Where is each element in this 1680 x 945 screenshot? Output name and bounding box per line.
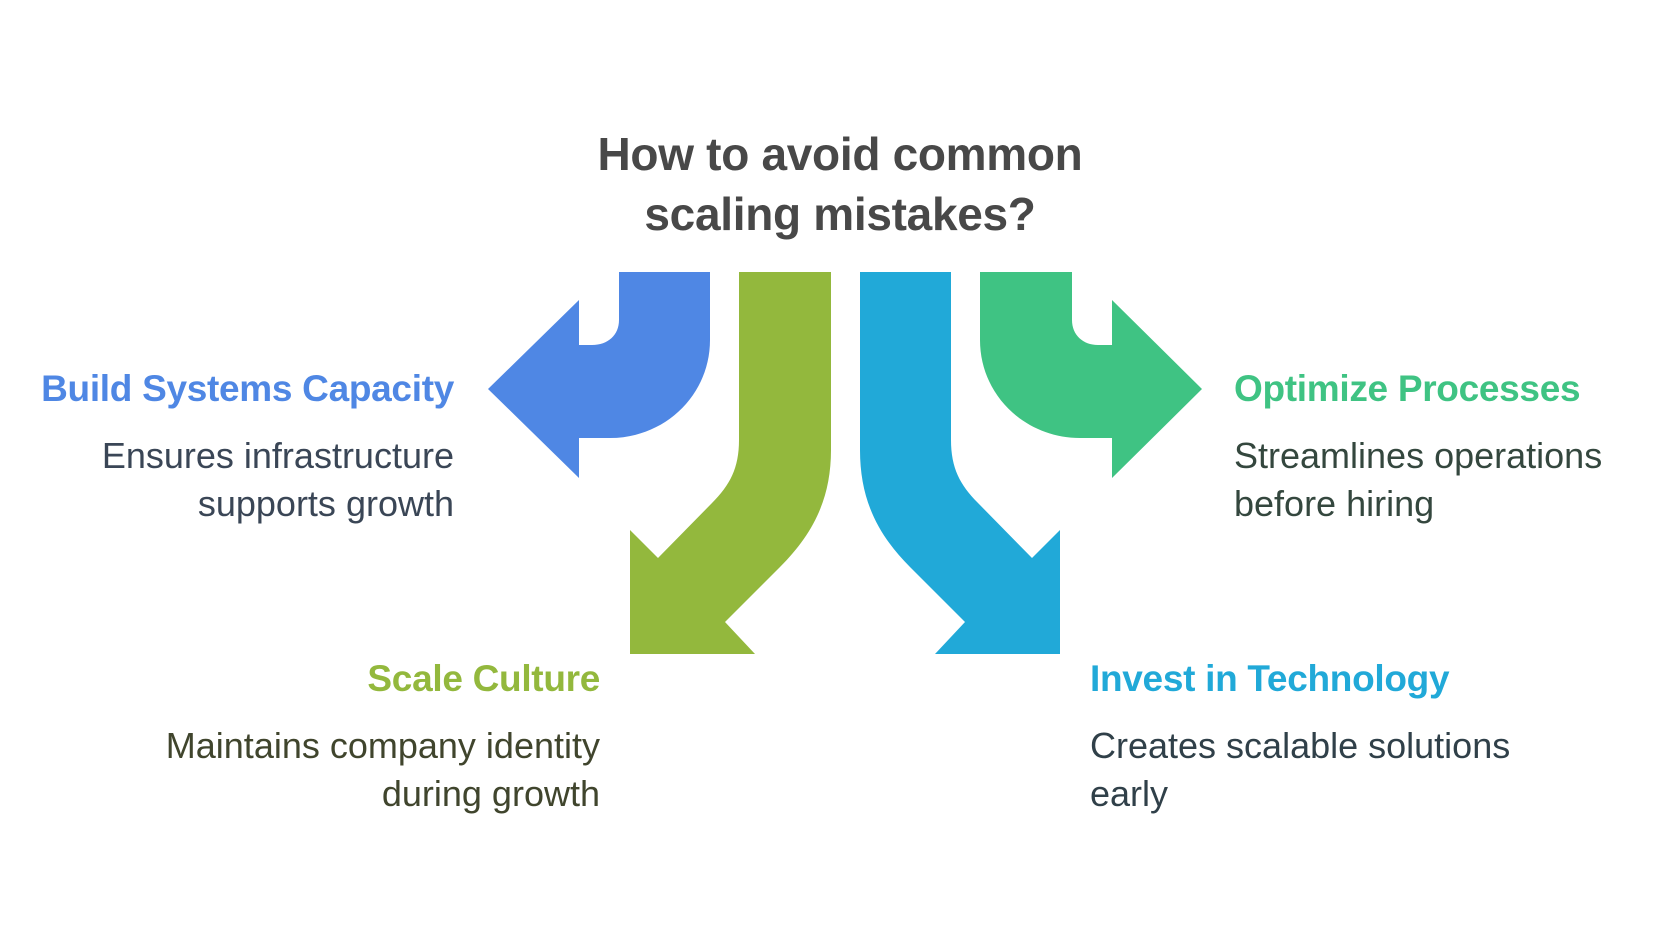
build-systems-arrow bbox=[488, 272, 710, 478]
invest-technology-desc-line-2: early bbox=[1090, 773, 1169, 814]
scale-culture-description: Maintains company identity during growth bbox=[166, 722, 600, 818]
optimize-processes-arrow bbox=[980, 272, 1202, 478]
invest-technology-description: Creates scalable solutions early bbox=[1090, 722, 1510, 818]
scale-culture-desc-line-2: during growth bbox=[381, 773, 600, 814]
scale-culture-arrow bbox=[630, 272, 831, 654]
scale-culture-desc-line-1: Maintains company identity bbox=[165, 725, 600, 766]
optimize-processes-heading: Optimize Processes bbox=[1234, 368, 1581, 409]
invest-technology-desc-line-1: Creates scalable solutions bbox=[1090, 725, 1511, 766]
build-systems-desc-line-2: supports growth bbox=[197, 483, 454, 524]
optimize-processes-desc-line-2: before hiring bbox=[1234, 483, 1435, 524]
optimize-processes-block: Optimize Processes Streamlines operation… bbox=[1234, 366, 1602, 528]
invest-technology-block: Invest in Technology Creates scalable so… bbox=[1090, 656, 1510, 818]
title-line-2: scaling mistakes? bbox=[644, 188, 1036, 240]
scale-culture-block: Scale Culture Maintains company identity… bbox=[166, 656, 601, 818]
build-systems-description: Ensures infrastructure supports growth bbox=[41, 432, 454, 528]
scale-culture-heading: Scale Culture bbox=[367, 658, 600, 699]
title-line-1: How to avoid common bbox=[597, 128, 1083, 180]
build-systems-heading: Build Systems Capacity bbox=[41, 368, 454, 409]
build-systems-desc-line-1: Ensures infrastructure bbox=[101, 435, 454, 476]
build-systems-block: Build Systems Capacity Ensures infrastru… bbox=[41, 366, 454, 528]
optimize-processes-desc-line-1: Streamlines operations bbox=[1234, 435, 1603, 476]
optimize-processes-description: Streamlines operations before hiring bbox=[1234, 432, 1602, 528]
invest-technology-arrow bbox=[860, 272, 1060, 654]
invest-technology-heading: Invest in Technology bbox=[1090, 658, 1450, 699]
diagram-title: How to avoid common scaling mistakes? bbox=[540, 124, 1140, 244]
